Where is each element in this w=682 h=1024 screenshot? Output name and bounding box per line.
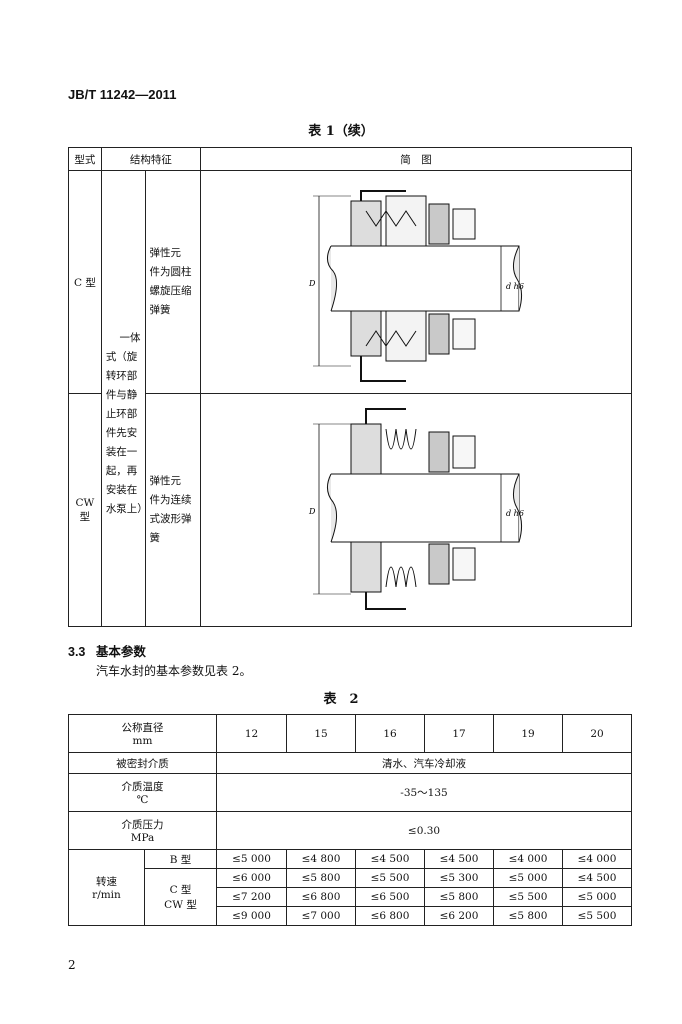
pressure-value: ≤0.30 <box>216 811 632 850</box>
page-number: 2 <box>68 958 76 972</box>
feature-line: 件为连续 <box>149 494 192 506</box>
feature-line: 弹簧 <box>149 304 171 316</box>
speed-cell: ≤7 200 <box>216 887 287 907</box>
dim-d-label: d h6 <box>506 282 524 291</box>
dim-D-label: D <box>308 507 316 516</box>
section-heading: 3.3 基本参数 <box>68 641 146 660</box>
shared-structure-line: 止环部 <box>105 407 138 420</box>
temp-unit: ℃ <box>136 794 149 806</box>
speed-cell: ≤4 500 <box>424 849 494 869</box>
diameter-value: 12 <box>216 714 287 753</box>
table2-caption: 表 2 <box>323 692 359 707</box>
header-structure: 结构特征 <box>100 147 202 171</box>
speed-label: 转速 <box>96 876 117 888</box>
c-type-label: C 型 <box>169 884 192 896</box>
feature-line: 件为圆柱 <box>149 266 192 278</box>
cw-type-label: CW 型 <box>164 899 197 911</box>
shared-structure-line: 装在一 <box>105 445 138 458</box>
type-c: C 型 <box>68 170 102 394</box>
shared-structure-line: 一体 <box>119 331 141 344</box>
pressure-label: 介质压力 <box>121 819 164 831</box>
pressure-label-cell: 介质压力 MPa <box>68 811 217 850</box>
header-type: 型式 <box>68 147 102 171</box>
diagram-cw-cell: D d h6 <box>200 393 632 627</box>
pressure-unit: MPa <box>130 832 155 844</box>
diameter-label: 公称直径 <box>121 722 164 734</box>
table1-caption: 表 1（续） <box>308 124 374 139</box>
shared-structure-line: 起，再 <box>105 464 138 477</box>
speed-cell: ≤5 500 <box>493 887 563 907</box>
speed-cell: ≤7 000 <box>286 906 356 926</box>
diagram-c-cell: D d h6 <box>200 170 632 394</box>
diameter-value: 20 <box>562 714 632 753</box>
temp-value: -35～135 <box>216 773 632 812</box>
feature-c: 弹性元 件为圆柱 螺旋压缩 弹簧 <box>144 170 202 394</box>
shared-structure-cell: 一体 式（旋 转环部 件与静 止环部 件先安 装在一 起，再 安装在 水泵上） <box>100 170 148 627</box>
table2: 公称直径 mm 12 15 16 17 19 20 被密封介质 清水、汽车冷却液… <box>68 714 632 926</box>
speed-cell: ≤5 300 <box>424 868 494 888</box>
type-cw: CW 型 <box>68 393 102 627</box>
speed-cell: ≤5 800 <box>286 868 356 888</box>
speed-cell: ≤4 000 <box>562 849 632 869</box>
speed-label-cell: 转速 r/min <box>68 849 145 926</box>
shared-structure-line: 件先安 <box>105 426 138 439</box>
speed-cell: ≤4 800 <box>286 849 356 869</box>
speed-cell: ≤5 000 <box>493 868 563 888</box>
medium-value: 清水、汽车冷却液 <box>216 752 632 774</box>
speed-cell: ≤5 800 <box>424 887 494 907</box>
seal-cw-diagram: D d h6 <box>308 408 524 610</box>
speed-cell: ≤6 800 <box>355 906 425 926</box>
shared-structure-line: 安装在 <box>105 483 138 496</box>
shared-structure-line: 转环部 <box>105 369 138 382</box>
diameter-value: 19 <box>493 714 563 753</box>
standard-id: JB/T 11242—2011 <box>68 87 177 102</box>
feature-line: 弹性元 <box>149 247 182 259</box>
speed-cell: ≤6 200 <box>424 906 494 926</box>
temp-label: 介质温度 <box>121 781 164 793</box>
temp-label-cell: 介质温度 ℃ <box>68 773 217 812</box>
shared-structure-line: 件与静 <box>105 388 138 401</box>
medium-label: 被密封介质 <box>68 752 217 774</box>
section-number: 3.3 <box>68 645 86 659</box>
dim-D-label: D <box>308 279 316 288</box>
speed-cell: ≤5 000 <box>216 849 287 869</box>
diameter-value: 16 <box>355 714 425 753</box>
speed-cell: ≤4 500 <box>355 849 425 869</box>
seal-c-diagram: D d h6 <box>308 190 524 382</box>
section-title: 基本参数 <box>95 645 146 659</box>
speed-cell: ≤5 800 <box>493 906 563 926</box>
speed-cell: ≤6 000 <box>216 868 287 888</box>
section-text: 汽车水封的基本参数见表 2。 <box>96 664 252 678</box>
c-cw-type-label-cell: C 型 CW 型 <box>144 868 217 926</box>
speed-cell: ≤5 000 <box>562 887 632 907</box>
feature-line: 螺旋压缩 <box>149 285 192 297</box>
feature-line: 式波形弹 <box>149 513 192 525</box>
b-type-label: B 型 <box>144 849 217 869</box>
feature-cw: 弹性元 件为连续 式波形弹 簧 <box>144 393 202 627</box>
feature-line: 簧 <box>149 532 161 544</box>
speed-cell: ≤4 000 <box>493 849 563 869</box>
speed-cell: ≤6 800 <box>286 887 356 907</box>
dim-d-label: d h6 <box>506 509 524 518</box>
diameter-value: 17 <box>424 714 494 753</box>
header-diagram: 简 图 <box>200 147 632 171</box>
speed-cell: ≤5 500 <box>355 868 425 888</box>
speed-cell: ≤5 500 <box>562 906 632 926</box>
feature-line: 弹性元 <box>149 475 182 487</box>
diameter-label-cell: 公称直径 mm <box>68 714 217 753</box>
speed-cell: ≤9 000 <box>216 906 287 926</box>
table1: 型式 结构特征 简 图 C 型 一体 式（旋 转环部 件与静 止环部 件先安 装… <box>68 147 632 627</box>
speed-cell: ≤6 500 <box>355 887 425 907</box>
shared-structure-line: 式（旋 <box>105 350 138 363</box>
speed-cell: ≤4 500 <box>562 868 632 888</box>
diameter-unit: mm <box>132 735 153 747</box>
diameter-value: 15 <box>286 714 356 753</box>
speed-unit: r/min <box>92 889 121 901</box>
shared-structure-line: 水泵上） <box>105 502 148 515</box>
